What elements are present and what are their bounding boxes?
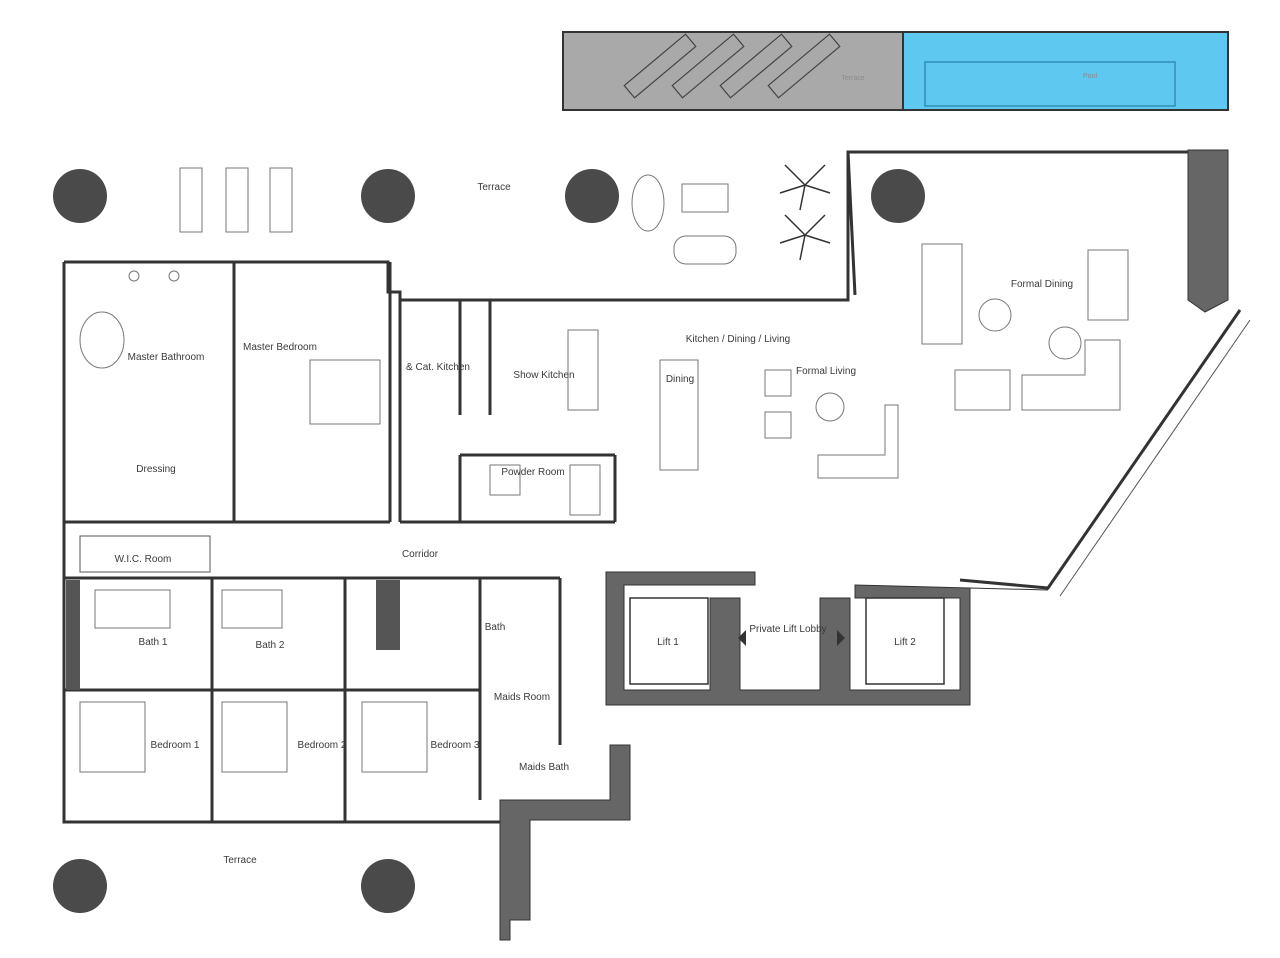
label-master-bathroom: Master Bathroom xyxy=(128,352,205,363)
core-wall xyxy=(499,744,631,941)
living-furniture xyxy=(567,174,1129,479)
label-bath3: Bath xyxy=(485,622,506,633)
label-maids-room: Maids Room xyxy=(494,692,550,703)
beds xyxy=(79,359,428,773)
label-kitchen: & Cat. Kitchen xyxy=(406,362,470,373)
master-bed xyxy=(309,359,381,425)
bed-2 xyxy=(221,701,288,773)
pool-area: Terrace Pool xyxy=(562,31,1229,111)
label-powder-room: Powder Room xyxy=(501,467,564,478)
pool-inner-edge xyxy=(924,61,1176,107)
dining-table xyxy=(659,359,699,471)
palm-plants xyxy=(779,164,831,261)
lobby-wall xyxy=(605,571,1049,706)
fixtures xyxy=(79,270,601,629)
label-corridor: Corridor xyxy=(402,549,439,560)
exterior-walls xyxy=(62,149,1251,941)
label-bath1: Bath 1 xyxy=(139,637,168,648)
label-terrace-top: Terrace xyxy=(477,182,511,193)
label-bedroom2: Bedroom 2 xyxy=(298,740,347,751)
kitchen-island xyxy=(567,329,599,411)
terrace-loungers xyxy=(179,167,293,233)
label-formal-dining: Formal Dining xyxy=(1011,279,1073,290)
label-dining: Dining xyxy=(666,374,694,385)
columns xyxy=(53,169,925,913)
pool-label: Pool xyxy=(1083,73,1097,80)
label-bath2: Bath 2 xyxy=(256,640,285,651)
label-wc-room: W.I.C. Room xyxy=(115,554,172,565)
label-bedroom1: Bedroom 1 xyxy=(151,740,200,751)
sun-loungers xyxy=(623,33,841,99)
room-labels: Terrace Master Bathroom Master Bedroom D… xyxy=(115,182,1073,866)
label-maids-bath: Maids Bath xyxy=(519,762,569,773)
pool-deck xyxy=(562,31,904,111)
bed-3 xyxy=(361,701,428,773)
label-bedroom3: Bedroom 3 xyxy=(431,740,480,751)
wall-infill xyxy=(66,580,400,690)
interior-walls xyxy=(64,262,617,822)
pool-water xyxy=(902,31,1229,111)
label-dressing: Dressing xyxy=(136,464,175,475)
pool-deck-label: Terrace xyxy=(841,75,864,82)
lift-call-arrows xyxy=(738,630,845,646)
label-lift1: Lift 1 xyxy=(657,637,679,648)
label-private-lift-lobby: Private Lift Lobby xyxy=(749,624,826,635)
label-formal-living: Formal Living xyxy=(796,366,856,377)
label-terrace-bottom: Terrace xyxy=(223,855,257,866)
bed-1 xyxy=(79,701,146,773)
label-master-bedroom: Master Bedroom xyxy=(243,342,317,353)
west-wall-block xyxy=(1187,149,1229,313)
label-kitchen-dining: Kitchen / Dining / Living xyxy=(686,334,791,345)
label-lift2: Lift 2 xyxy=(894,637,916,648)
label-show-kitchen: Show Kitchen xyxy=(513,370,574,381)
